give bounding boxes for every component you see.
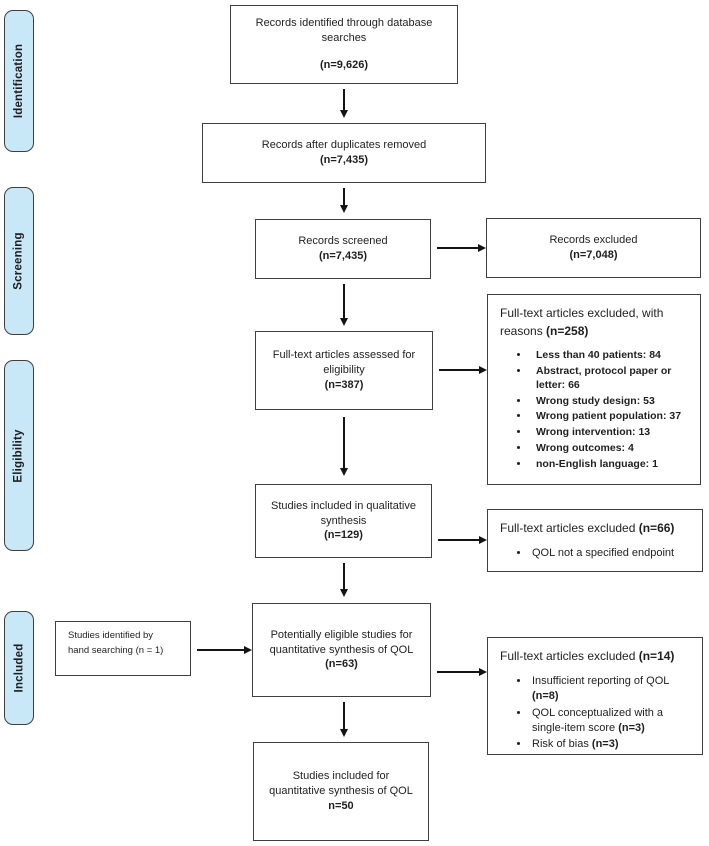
bullet-item: Less than 40 patients: 84 (530, 349, 692, 363)
arrow-down-2-icon (343, 188, 345, 205)
excluded-66-list: QOL not a specified endpoint (500, 546, 694, 561)
stage-identification: Identification (4, 10, 34, 152)
stage-included-label: Included (13, 643, 26, 693)
box-qualitative-synthesis: Studies included in qualitative synthesi… (255, 484, 432, 558)
box-fulltext-excluded-reasons: Full-text articles excluded, with reason… (487, 294, 701, 485)
box-fulltext-excluded-14-title: Full-text articles excluded (500, 649, 636, 663)
box-fulltext-assessed-text: Full-text articles assessed for eligibil… (272, 349, 416, 377)
box-records-excluded-text: Records excluded (549, 234, 638, 247)
arrow-right-records-excluded-icon (437, 247, 478, 249)
box-fulltext-excluded-66: Full-text articles excluded (n=66) QOL n… (487, 509, 703, 572)
box-records-identified: Records identified through database sear… (230, 5, 458, 84)
arrow-down-4-icon (343, 417, 345, 468)
arrow-down-3-icon (343, 284, 345, 318)
box-fulltext-excluded-66-title: Full-text articles excluded (500, 521, 636, 535)
stage-eligibility: Eligibility (4, 360, 34, 551)
box-hand-searching: Studies identified by hand searching (n … (55, 621, 191, 676)
excluded-reasons-list: Less than 40 patients: 84 Abstract, proto… (500, 349, 692, 472)
box-records-screened: Records screened (n=7,435) (255, 219, 431, 279)
box-quantitative-synthesis-text: Studies included for quantitative synthe… (269, 770, 413, 798)
box-quantitative-synthesis: Studies included for quantitative synthe… (253, 742, 429, 841)
box-duplicates-removed-count: (n=7,435) (320, 154, 368, 166)
box-fulltext-excluded-14: Full-text articles excluded (n=14) Insuf… (487, 637, 703, 755)
box-potentially-eligible-text: Potentially eligible studies for quantit… (269, 628, 414, 656)
box-fulltext-assessed: Full-text articles assessed for eligibil… (255, 331, 433, 410)
arrow-down-6-icon (343, 702, 345, 729)
box-records-excluded: Records excluded (n=7,048) (486, 218, 701, 278)
stage-screening: Screening (4, 187, 34, 335)
box-records-identified-count: (n=9,626) (320, 59, 368, 72)
stage-screening-label: Screening (13, 232, 25, 290)
bullet-item: non-English language: 1 (530, 458, 692, 472)
bullet-item: Wrong study design: 53 (530, 395, 692, 409)
box-duplicates-removed-text: Records after duplicates removed (261, 139, 427, 152)
box-fulltext-excluded-66-count: (n=66) (638, 521, 675, 535)
box-hand-searching-line2: hand searching (n = 1) (68, 644, 164, 656)
arrow-right-fulltext-excluded-icon (439, 369, 479, 371)
bullet-item: Wrong outcomes: 4 (530, 442, 692, 456)
box-fulltext-excluded-66-header: Full-text articles excluded (n=66) (500, 519, 694, 537)
excluded-14-list: Insufficient reporting of QOL (n=8)QOL c… (500, 674, 694, 752)
box-fulltext-excluded-reasons-header: Full-text articles excluded, with reason… (500, 304, 692, 340)
box-records-screened-count: (n=7,435) (319, 250, 367, 262)
stage-included: Included (4, 611, 34, 725)
box-duplicates-removed: Records after duplicates removed (n=7,43… (202, 123, 486, 183)
arrow-down-1-icon (343, 89, 345, 110)
arrow-right-excluded-66-icon (438, 539, 479, 541)
box-fulltext-excluded-reasons-count: (n=258) (546, 324, 589, 338)
bullet-item: QOL conceptualized with a single-item sc… (530, 706, 694, 736)
box-potentially-eligible: Potentially eligible studies for quantit… (252, 603, 431, 697)
bullet-item: Wrong patient population: 37 (530, 410, 692, 424)
arrow-right-excluded-14-icon (437, 671, 479, 673)
box-fulltext-excluded-reasons-title: Full-text articles excluded, with reason… (500, 306, 664, 338)
arrow-right-hand-searching-icon (197, 649, 244, 651)
arrow-down-5-icon (343, 563, 345, 589)
box-records-screened-text: Records screened (298, 235, 388, 248)
box-records-identified-text: Records identified through database sear… (255, 16, 433, 44)
bullet-item: Abstract, protocol paper or letter: 66 (530, 365, 692, 393)
box-qualitative-synthesis-text: Studies included in qualitative synthesi… (271, 499, 416, 527)
stage-eligibility-label: Eligibility (13, 428, 26, 483)
box-potentially-eligible-count: (n=63) (325, 658, 358, 671)
box-hand-searching-line1: Studies identified by (68, 630, 154, 641)
box-fulltext-assessed-count: (n=387) (324, 378, 364, 391)
stage-identification-label: Identification (13, 43, 26, 119)
bullet-item: QOL not a specified endpoint (530, 546, 694, 561)
box-quantitative-synthesis-count: n=50 (328, 799, 354, 812)
box-records-excluded-count: (n=7,048) (569, 249, 618, 261)
bullet-item: Risk of bias (n=3) (530, 737, 694, 752)
bullet-item: Wrong intervention: 13 (530, 426, 692, 440)
box-fulltext-excluded-14-header: Full-text articles excluded (n=14) (500, 647, 694, 665)
box-fulltext-excluded-14-count: (n=14) (638, 649, 675, 663)
bullet-item: Insufficient reporting of QOL (n=8) (530, 674, 694, 704)
box-qualitative-synthesis-count: (n=129) (324, 529, 363, 542)
